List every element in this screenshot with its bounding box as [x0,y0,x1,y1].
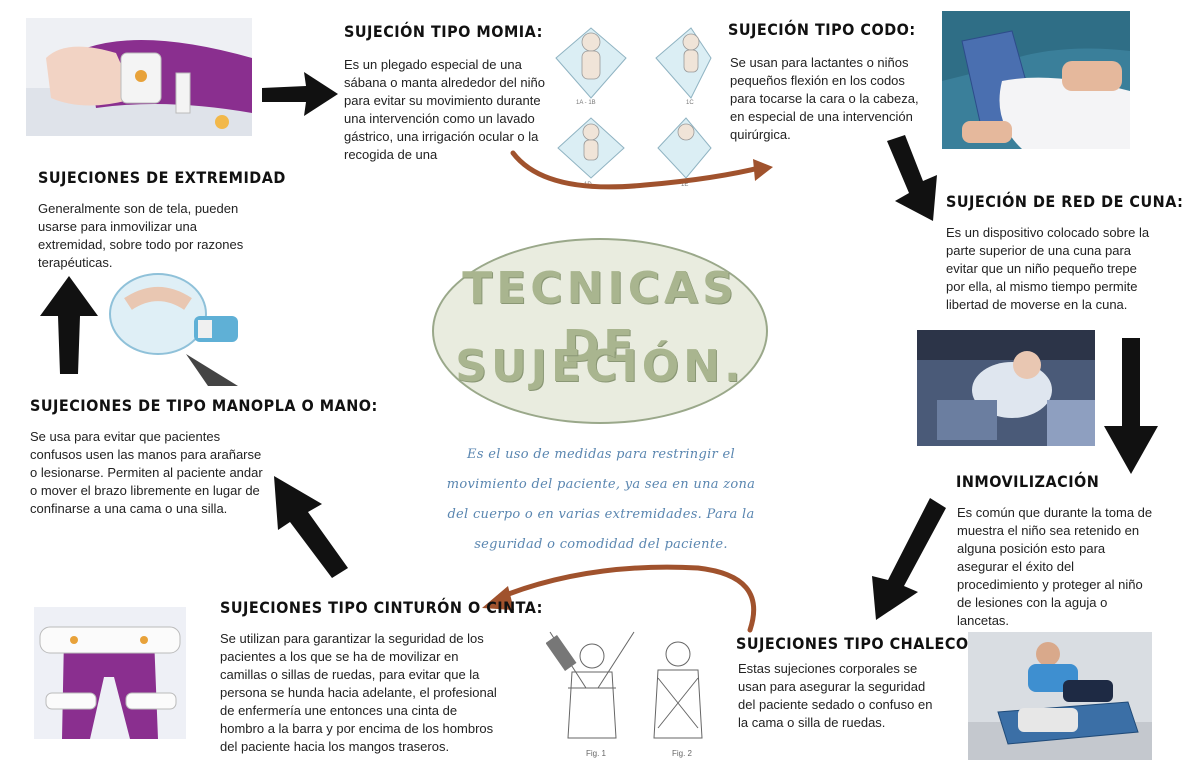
red-cuna-text: Es un dispositivo colocado sobre la part… [946,225,1150,312]
ankle-restraint-photo [26,18,252,136]
momia-text: Es un plegado especial de una sábana o m… [344,57,545,162]
manopla-text: Se usa para evitar que pacientes confuso… [30,429,263,516]
momia-figure-label-2: 1C [686,100,694,106]
red-cuna-title: SUJECIÓN DE RED DE CUNA: [946,192,1184,211]
inmovilizacion-text: Es común que durante la toma de muestra … [957,505,1153,628]
mitten-restraint-photo [98,264,246,386]
codo-text: Se usan para lactantes o niños pequeños … [730,55,919,142]
vest-figure-label-2: Fig. 2 [672,749,693,758]
extremidad-text: Generalmente son de tela, pueden usarse … [38,201,244,270]
codo-title: SUJECIÓN TIPO CODO: [728,20,916,39]
arrow-right-icon [262,72,338,116]
curved-arrow-bottom-icon [482,564,757,633]
crib-net-photo [917,330,1095,446]
center-description: Es el uso de medidas para restringir el … [446,447,756,552]
belt-restraint-photo [34,607,186,739]
arrow-down-icon [1104,338,1158,474]
momia-title: SUJECIÓN TIPO MOMIA: [344,22,543,41]
extremidad-title: SUJECIONES DE EXTREMIDAD [38,168,286,187]
momia-figure: 1A - 1B 1C 1D 1E [546,18,716,188]
inmovilizacion-title: INMOVILIZACIÓN [956,472,1100,491]
cinturon-text: Se utilizan para garantizar la seguridad… [220,631,497,754]
arrow-down-left-icon [872,498,946,620]
chaleco-text: Estas sujeciones corporales se usan para… [738,661,933,730]
immobilization-photo [968,632,1152,760]
arrow-up-left-icon [274,476,348,578]
chaleco-title: SUJECIONES TIPO CHALECO: [736,634,975,653]
vest-figure-label-1: Fig. 1 [586,749,607,758]
momia-figure-label-1: 1A - 1B [576,100,596,106]
center-title-line1: TECNICAS DE [462,263,738,372]
arrow-down-right-icon [887,135,937,221]
center-title-line2: SUJECIÓN. [455,341,745,392]
curved-arrow-top-icon [510,150,773,190]
momia-figure-label-4: 1E [681,182,688,188]
arrow-up-icon [40,276,98,374]
cinturon-title: SUJECIONES TIPO CINTURÓN O CINTA: [220,598,543,617]
vest-restraint-figure: Fig. 1 Fig. 2 [545,628,722,760]
manopla-title: SUJECIONES DE TIPO MANOPLA O MANO: [30,396,378,415]
center-ellipse [432,238,768,424]
elbow-restraint-photo [942,11,1130,149]
